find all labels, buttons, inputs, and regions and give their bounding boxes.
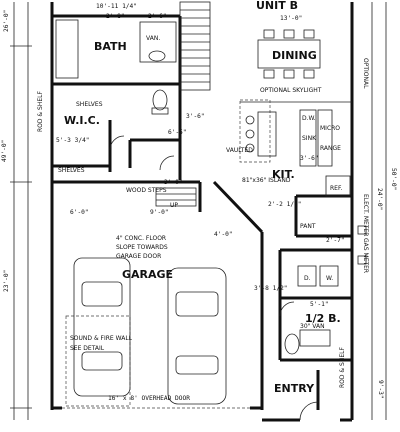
bathtub (55, 19, 79, 79)
car-right (167, 267, 227, 405)
label-pant: PANT (300, 223, 316, 230)
label-garage-door: GARAGE DOOR (116, 253, 161, 260)
toilet-tank (151, 107, 169, 115)
counter-sink (299, 109, 317, 167)
room-kit: KIT. (272, 168, 295, 181)
half-bath-toilet (284, 333, 300, 355)
vanity (139, 21, 177, 63)
dim-6-0: 6'-0" (70, 209, 89, 216)
room-entry: ENTRY (274, 382, 315, 395)
dim-9-0: 9'-0" (150, 209, 169, 216)
dim-26: 26'-0" (3, 10, 10, 32)
label-sink: SINK (302, 135, 317, 142)
dim-50: 50'-0" (390, 168, 397, 190)
dim-23: 23'-0" (3, 270, 10, 292)
dining-table (257, 39, 321, 69)
dim-top-bath: 10'-11 1/4" (96, 3, 137, 10)
label-range: RANGE (320, 145, 341, 152)
label-fire-wall-2: SEE DETAIL (70, 345, 105, 352)
room-dining: DINING (272, 49, 317, 62)
wood-steps (155, 187, 197, 207)
label-van: VAN. (146, 35, 160, 42)
island-stools (245, 115, 255, 153)
label-ref: REF. (330, 185, 342, 192)
label-dryer: D. (304, 275, 311, 282)
label-gas-meter: GAS METER (362, 238, 369, 273)
half-bath-vanity (299, 329, 331, 347)
label-fire-wall-1: SOUND & FIRE WALL (70, 335, 133, 342)
stair-treads (180, 9, 210, 83)
label-half-van: 30" VAN (300, 323, 325, 330)
door-swing-entry[interactable] (299, 401, 319, 421)
label-up: UP (170, 202, 178, 209)
label-rod-shelf: ROD & SHELF (37, 91, 44, 132)
room-bath: BATH (94, 40, 127, 53)
door-swing-wic[interactable] (109, 135, 125, 151)
fire-wall-area (65, 315, 131, 407)
wall-garage-angled (212, 180, 264, 234)
unit-label: UNIT B (256, 0, 298, 12)
kitchen-island (257, 111, 277, 157)
label-washer: W. (326, 275, 333, 282)
dim-2-2-1-2: 2'-2 1/2" (268, 201, 302, 208)
door-swing-half-bath[interactable] (279, 301, 295, 317)
refrigerator (325, 175, 351, 197)
label-dw: D.W. (302, 115, 316, 122)
dim-3-6-a: 3'-6" (186, 113, 205, 120)
label-shelves: SHELVES (76, 101, 103, 108)
dim-door-2: 2'-6" (148, 13, 167, 20)
label-conc-floor: 4" CONC. FLOOR (116, 235, 166, 242)
dryer (297, 265, 317, 287)
dim-49: 49'-0" (1, 140, 8, 162)
counter-range (317, 109, 333, 167)
dim-3-8: 3'-8 1/2" (254, 285, 288, 292)
room-wic: W.I.C. (64, 114, 100, 127)
dim-3-6-b: 3'-6" (300, 155, 319, 162)
dim-2-7: 2'-7" (326, 237, 345, 244)
dim-4-0: 4'-0" (214, 231, 233, 238)
label-island: 81"x36" ISLAND (242, 177, 291, 184)
dim-5-1: 5'-1" (310, 301, 329, 308)
dim-9-3: 9'-3" (377, 380, 384, 399)
dim-24: 24'-0" (376, 188, 383, 210)
dim-overhead-door: 16' x 8' OVERHEAD DOOR (108, 395, 190, 402)
dim-3-0: 3'-0" (164, 179, 183, 186)
label-slope: SLOPE TOWARDS (116, 244, 168, 251)
door-swing-hall[interactable] (159, 155, 175, 171)
sink (148, 50, 166, 62)
label-micro: MICRO (320, 125, 340, 132)
electric-meter-icon (357, 225, 367, 235)
label-wood-steps: WOOD STEPS (126, 187, 167, 194)
car-left (73, 257, 131, 397)
label-elec-meter: ELECT. METER (362, 194, 369, 236)
dining-chairs (263, 29, 315, 79)
dim-dining-width: 13'-0" (280, 15, 302, 22)
gas-meter-icon (357, 255, 367, 265)
skylight-outline (239, 99, 271, 163)
dim-6-5: 6'-5" (168, 129, 187, 136)
label-skylight: OPTIONAL SKYLIGHT (260, 87, 322, 94)
label-shelves-2: SHELVES (58, 167, 85, 174)
dim-wic: 5'-3 3/4" (56, 137, 90, 144)
staircase (179, 1, 211, 91)
room-half-bath: 1/2 B. (305, 312, 341, 325)
label-rod-shelf-2: ROD & SHELF (339, 347, 346, 388)
washer (319, 265, 339, 287)
dim-door-1: 2'-8" (106, 13, 125, 20)
label-optional: OPTIONAL (362, 58, 369, 89)
label-vaulted: VAULTED (226, 147, 253, 154)
toilet (152, 89, 168, 111)
room-garage: GARAGE (122, 268, 173, 281)
